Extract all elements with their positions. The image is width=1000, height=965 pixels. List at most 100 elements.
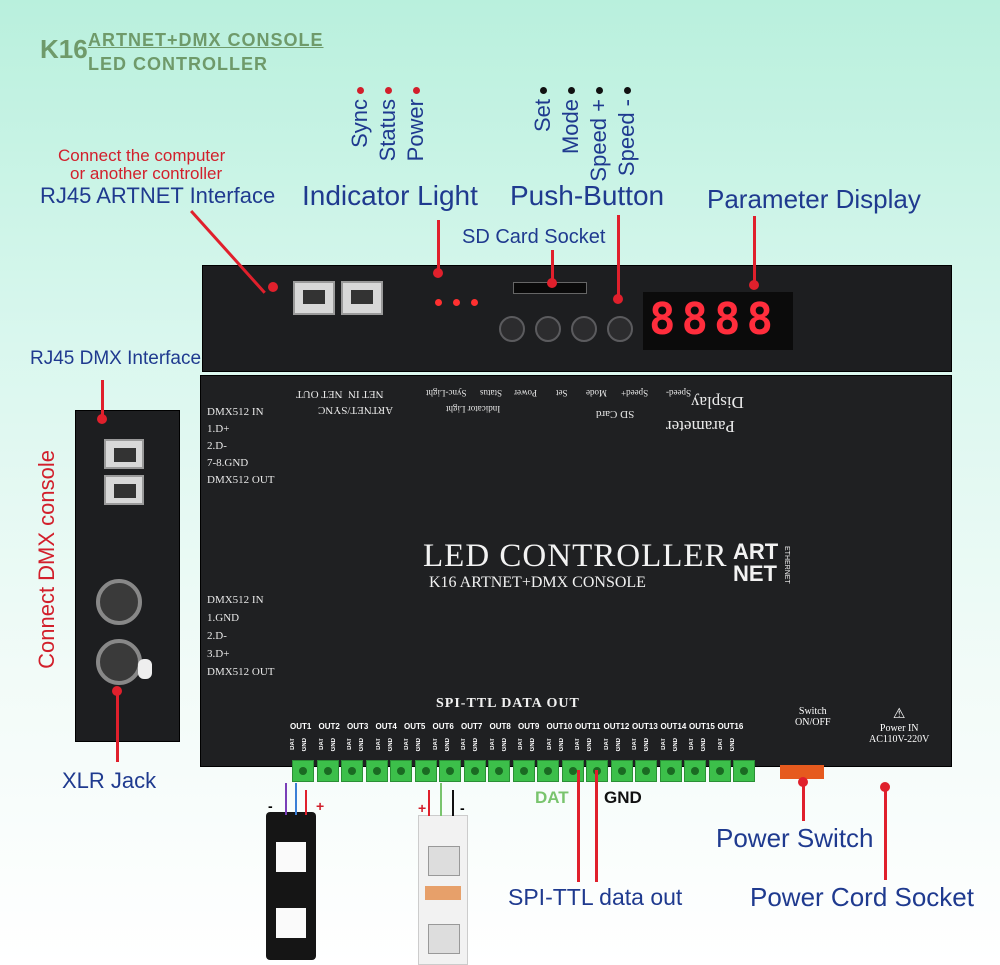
label-status: Status (375, 99, 400, 162)
display-pointer (753, 216, 756, 284)
speed-plus-button[interactable] (571, 316, 597, 342)
terminal-screw-16[interactable] (659, 760, 682, 782)
led-chip-3 (428, 846, 460, 876)
silk-status: Status (480, 388, 503, 398)
terminal-screw-7[interactable] (439, 760, 461, 782)
dmx-in-silk: DMX512 IN 1.D+ 2.D- 7-8.GND DMX512 OUT (207, 406, 275, 486)
output-label-16: OUT16 (717, 722, 744, 731)
terminal-screw-19[interactable] (733, 760, 755, 782)
dat-pointer (577, 770, 580, 882)
power-led (471, 299, 478, 306)
xlr-in-title: DMX512 IN (207, 594, 264, 606)
solder-pads (425, 886, 461, 900)
pin-dat-label: DAT (575, 738, 581, 750)
warning-icon: ⚠ (892, 707, 906, 722)
terminal-screw-4[interactable] (365, 760, 388, 782)
label-set: Set (530, 99, 555, 133)
pin-gnd-label: GND (387, 738, 394, 752)
rj45-artnet-title: RJ45 ARTNET Interface (40, 183, 276, 208)
xlr-male-jack[interactable] (96, 579, 142, 625)
brand-line1: ARTNET+DMX CONSOLE (88, 30, 324, 50)
dmx-out-title: DMX512 OUT (207, 474, 275, 486)
terminal-screw-3[interactable] (341, 760, 363, 782)
terminal-screw-12[interactable] (561, 760, 584, 782)
strip2-plus: + (418, 800, 427, 816)
output-label-2: OUT2 (318, 722, 340, 731)
strip1-minus: - (268, 798, 273, 814)
output-label-4: OUT4 (375, 722, 397, 731)
output-label-7: OUT7 (461, 722, 483, 731)
data-out-label: SPI-TTL DATA OUT (436, 696, 580, 711)
indicator-light-title: Indicator Light (302, 180, 478, 211)
led-strip-black (266, 812, 316, 960)
xlr-title: XLR Jack (62, 768, 157, 793)
gnd-label: GND (604, 788, 642, 807)
pin-gnd-label: GND (473, 738, 479, 752)
silk-speed-plus: Speed+ (621, 388, 649, 398)
xlr-pin1: 1.GND (207, 612, 240, 624)
strip2-wire-green (440, 783, 442, 816)
switch-label: Switch (798, 706, 827, 717)
pushbutton-pointer-tip (613, 294, 623, 304)
set-button[interactable] (499, 316, 525, 342)
xlr-silk: DMX512 IN 1.GND 2.D- 3.D+ DMX512 OUT (207, 594, 275, 678)
strip2-wire-black (452, 790, 454, 816)
device-title: LED CONTROLLER (423, 538, 728, 574)
output-label-10: OUT10 (546, 722, 573, 731)
terminal-screw-14[interactable] (610, 760, 633, 782)
power-voltage-label: AC110V-220V (869, 734, 930, 745)
strip1-wire-purple (285, 783, 287, 815)
terminal-screw-2[interactable] (316, 760, 339, 782)
pin-dat-label: DAT (660, 738, 667, 750)
terminal-screw-9[interactable] (488, 760, 510, 782)
power-in-label: Power IN (879, 723, 919, 734)
xlr-female-jack[interactable] (96, 639, 142, 685)
pin-dat-label: DAT (347, 738, 353, 750)
pin-dat-label: DAT (375, 738, 382, 750)
terminal-screw-8[interactable] (463, 760, 486, 782)
display-pointer-tip (749, 280, 759, 290)
power-cord-pointer-tip (880, 782, 890, 792)
label-speed-minus: Speed - (614, 99, 639, 177)
pin-dat-label: DAT (603, 738, 610, 750)
silk-sync-light: Sync-Light (426, 388, 467, 398)
silk-power: Power (514, 388, 537, 398)
terminal-screw-11[interactable] (537, 760, 559, 782)
strip1-wire-red (305, 790, 307, 815)
output-label-9: OUT9 (518, 722, 540, 731)
terminal-screw-1[interactable] (292, 760, 314, 782)
dmx-in-pin2: 2.D- (207, 440, 227, 452)
terminal-screw-18[interactable] (708, 760, 731, 782)
rj45-dmx-port-1[interactable] (104, 439, 144, 469)
rj45-net-out-port[interactable] (293, 281, 335, 315)
power-switch-pointer-tip (798, 777, 808, 787)
output-label-11: OUT11 (575, 722, 601, 731)
terminal-screw-15[interactable] (635, 760, 657, 782)
pin-gnd-label: GND (587, 738, 593, 752)
led-strip-white (418, 815, 468, 965)
strip2-minus: - (460, 800, 465, 816)
silk-mode: Mode (586, 388, 607, 398)
sd-pointer-tip (547, 278, 557, 288)
rj45-artnet-note1: Connect the computer (58, 146, 226, 165)
terminal-screw-6[interactable] (414, 760, 437, 782)
pin-gnd-label: GND (330, 738, 337, 752)
pin-gnd-label: GND (701, 738, 707, 752)
spi-out-title: SPI-TTL data out (508, 884, 683, 910)
terminal-screw-10[interactable] (512, 760, 535, 782)
power-switch[interactable] (780, 765, 824, 779)
power-cord-pointer (884, 786, 887, 880)
speed-minus-button[interactable] (607, 316, 633, 342)
terminal-screw-5[interactable] (390, 760, 412, 782)
pin-gnd-label: GND (302, 738, 308, 752)
dat-label: DAT (535, 788, 569, 807)
rj45-dmx-port-2[interactable] (104, 475, 144, 505)
pin-gnd-label: GND (359, 738, 365, 752)
sd-pointer (551, 250, 554, 282)
indicator-pointer-tip (433, 268, 443, 278)
button-labels: Set Mode Speed + Speed - (528, 85, 648, 182)
gnd-pointer (595, 770, 598, 882)
terminal-screw-17[interactable] (684, 760, 706, 782)
mode-button[interactable] (535, 316, 561, 342)
rj45-net-in-port[interactable] (341, 281, 383, 315)
